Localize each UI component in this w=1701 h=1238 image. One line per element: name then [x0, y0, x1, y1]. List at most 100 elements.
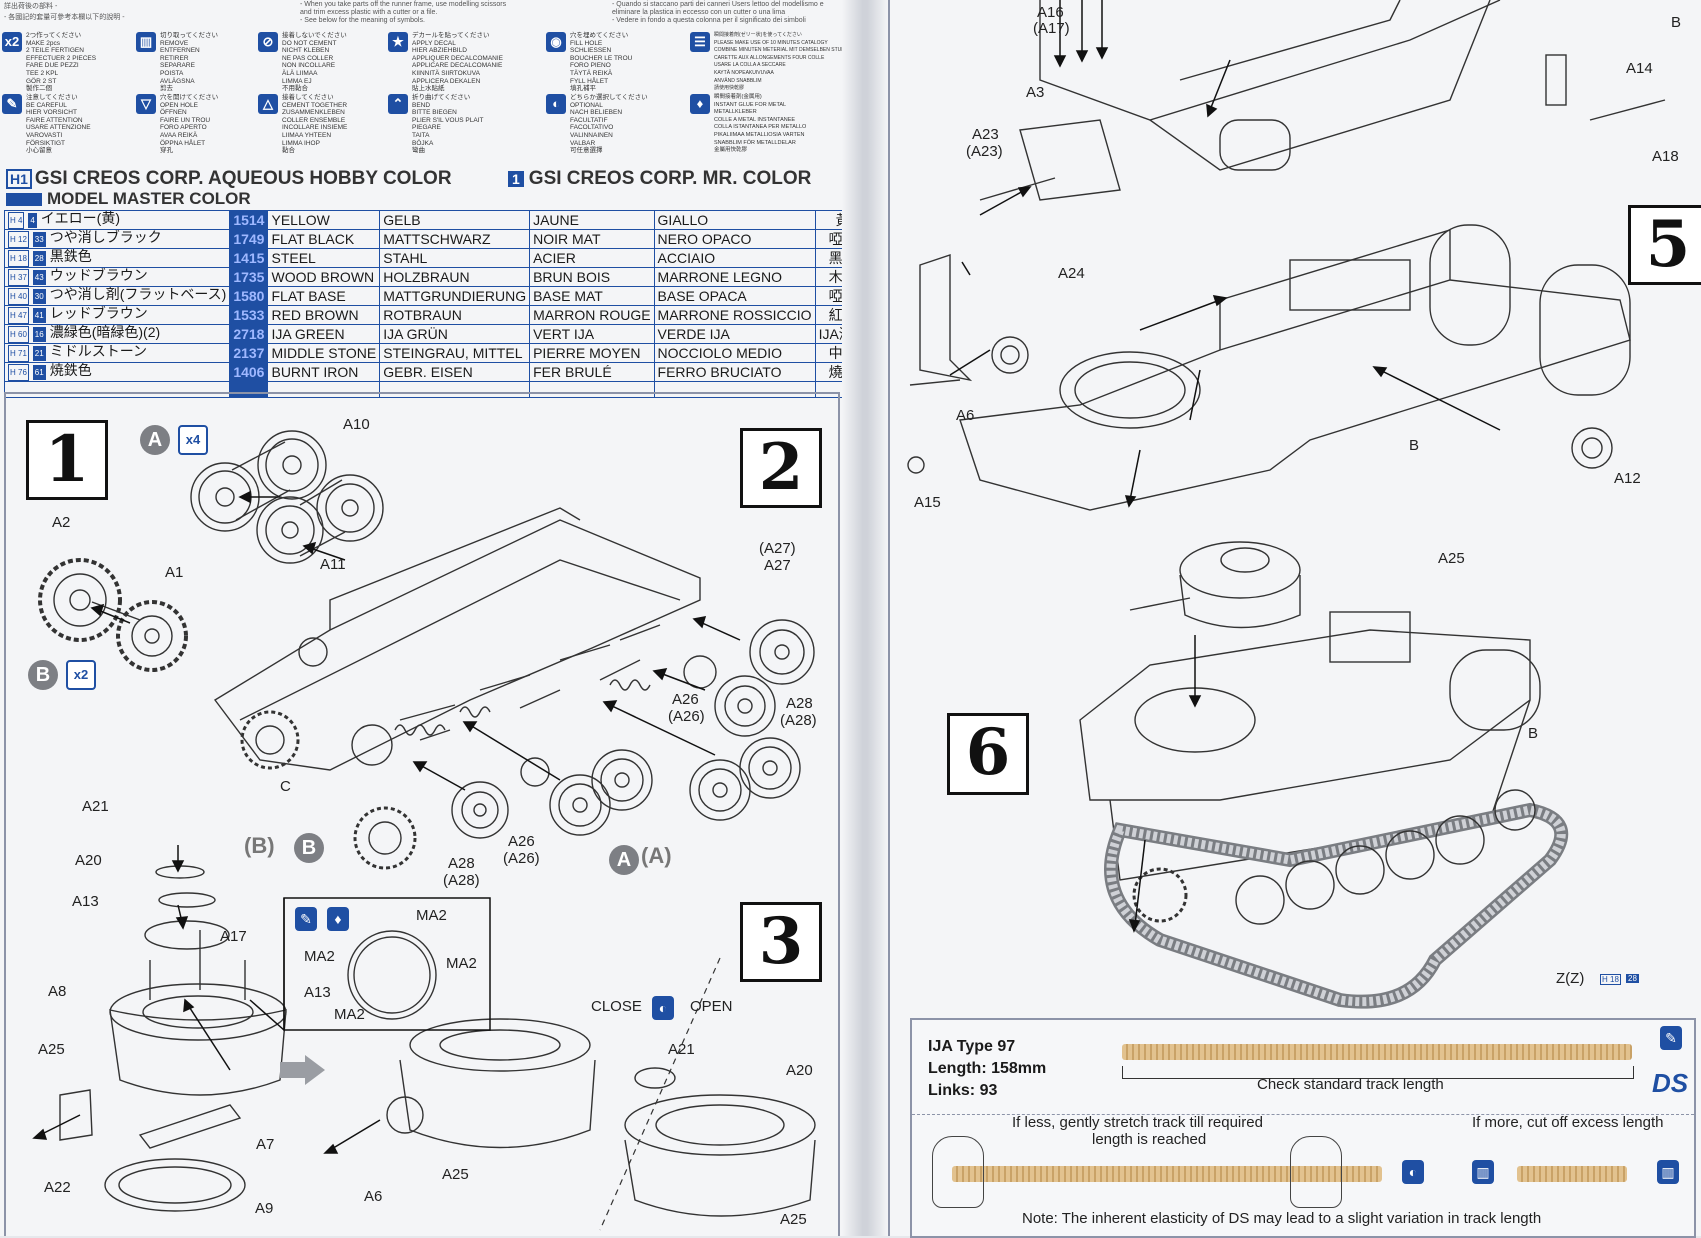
- label-a25-b: A25: [442, 1166, 469, 1183]
- qty-x2-badge: x2: [66, 660, 96, 690]
- header-cut-right: - Quando si staccano parti dei canneri U…: [612, 1, 824, 8]
- part-set-a-badge: A: [140, 425, 170, 455]
- label-a26: A26: [672, 691, 699, 708]
- track-less-text-2: length is reached: [1092, 1131, 1207, 1148]
- model-master-title: MODEL MASTER COLOR: [6, 189, 251, 209]
- chinese-name: 木棕色: [814, 267, 842, 287]
- label-a27: A27: [764, 557, 791, 574]
- label-a-paren: (A): [641, 843, 672, 868]
- french-name: NOIR MAT: [529, 229, 655, 249]
- header-cut-mid-3: - See below for the meaning of symbols.: [300, 17, 425, 24]
- mr-color-code: 4: [28, 213, 37, 228]
- label-a16: A16: [1037, 4, 1064, 21]
- english-name: RED BROWN: [267, 305, 381, 325]
- paint-code-28: 28: [1626, 974, 1639, 983]
- label-a14: A14: [1626, 60, 1653, 77]
- model-master-code: 1533: [229, 305, 269, 325]
- left-page: 詳出荷後の部料 - - 各國記的套量可參考本欄以下的說明 - - When yo…: [0, 0, 842, 1236]
- label-a24: A24: [1058, 265, 1085, 282]
- symbol-fill-hole: ◉穴を埋めてください FILL HOLE SCHLIESSEN BOUCHER …: [546, 32, 691, 96]
- japanese-color-name: 濃緑色(暗緑色)(2): [49, 324, 161, 340]
- label-a25: A25: [1438, 550, 1465, 567]
- model-master-code: 1735: [229, 267, 269, 287]
- french-name: PIERRE MOYEN: [529, 343, 655, 363]
- model-master-code: 2137: [229, 343, 269, 363]
- label-a28-paren: (A28): [780, 712, 817, 729]
- track-info-box: IJA Type 97 Length: 158mm Links: 93 Chec…: [910, 1018, 1696, 1238]
- label-a12: A12: [1614, 470, 1641, 487]
- optional-icon: ◐: [652, 996, 674, 1020]
- label-a21: A21: [82, 798, 109, 815]
- step-4-5-6-drawing: [907, 0, 1666, 1009]
- italian-name: MARRONE LEGNO: [653, 267, 816, 287]
- label-a22: A22: [44, 1179, 71, 1196]
- german-name: MATTGRUNDIERUNG: [379, 286, 531, 306]
- italian-name: NERO OPACO: [653, 229, 816, 249]
- japanese-color-name: ウッドブラウン: [49, 267, 148, 283]
- label-b: B: [1409, 437, 1420, 454]
- japanese-color-name: レッドブラウン: [49, 305, 148, 321]
- label-a28: A28: [786, 695, 813, 712]
- careful-icon: ✎: [1660, 1026, 1682, 1050]
- italian-name: FERRO BRUCIATO: [653, 362, 816, 382]
- track-divider: [912, 1114, 1694, 1115]
- open-hole-icon: ▽: [136, 94, 156, 114]
- aqueous-code: H 40: [8, 288, 29, 305]
- label-a26-paren: (A26): [668, 708, 705, 725]
- model-master-swatch: [6, 193, 42, 207]
- steps-frame: [4, 392, 840, 1236]
- instant-glue-icon: ☰: [690, 32, 710, 52]
- label-a10: A10: [343, 416, 370, 433]
- track-note: Note: The inherent elasticity of DS may …: [1022, 1210, 1542, 1227]
- label-ma2-b: MA2: [304, 948, 335, 965]
- step-1-2-3-drawing: [32, 430, 816, 1231]
- mr-color-code: 43: [32, 270, 46, 285]
- japanese-color-name: つや消し剤(フラットベース): [49, 286, 227, 302]
- model-master-code: 1580: [229, 286, 269, 306]
- apply-decal-icon: ★: [388, 32, 408, 52]
- label-a20: A20: [75, 852, 102, 869]
- label-b-badge: B: [294, 833, 324, 863]
- label-a26-b-paren: (A26): [503, 850, 540, 867]
- left-hand: [932, 1136, 984, 1208]
- step-5-number: 5: [1628, 205, 1701, 285]
- label-a6: A6: [364, 1188, 383, 1205]
- symbol-remove: ▥切り取ってください REMOVE ENTFERNEN RETIRER SEPA…: [136, 32, 281, 96]
- label-a3: A3: [1026, 84, 1045, 101]
- qty-x4-badge: x4: [178, 425, 208, 455]
- bend-icon: ⌃: [388, 94, 408, 114]
- label-a28-b: A28: [448, 855, 475, 872]
- label-a18: A18: [1652, 148, 1679, 165]
- track-check-text: Check standard track length: [1257, 1076, 1444, 1093]
- label-a9: A9: [255, 1200, 274, 1217]
- aqueous-code: H 37: [8, 269, 29, 286]
- label-a-badge: A: [609, 845, 639, 875]
- label-a17-paren: (A17): [1033, 20, 1070, 37]
- japanese-color-name: 焼鉄色: [49, 362, 92, 378]
- mr-color-code: 28: [32, 251, 46, 266]
- japanese-color-name: 黒鉄色: [49, 248, 92, 264]
- h-mark: H1: [6, 169, 32, 189]
- symbol-bend: ⌃折り曲げてください BEND BITTE BIEGEN PLIER S'IL …: [388, 94, 533, 158]
- header-cut-mid-2: and trim excess plastic with a cutter or…: [300, 9, 438, 16]
- track-more-text: If more, cut off excess length: [1472, 1114, 1664, 1131]
- label-a2: A2: [52, 514, 71, 531]
- label-b-top: B: [1671, 14, 1682, 31]
- symbol-no-cement: ⊘接着しないでください DO NOT CEMENT NICHT KLEBEN N…: [258, 32, 403, 96]
- cement-together-icon: △: [258, 94, 278, 114]
- header-cut-mid: - When you take parts off the runner fra…: [300, 1, 507, 8]
- label-open: OPEN: [690, 998, 733, 1015]
- step-3-number: 3: [740, 902, 822, 982]
- chinese-name: 啞光用: [814, 286, 842, 306]
- label-a21-b: A21: [668, 1041, 695, 1058]
- english-name: FLAT BLACK: [267, 229, 381, 249]
- symbol-careful: ✎注意してください BE CAREFUL HIER VORSICHT FAIRE…: [2, 94, 147, 158]
